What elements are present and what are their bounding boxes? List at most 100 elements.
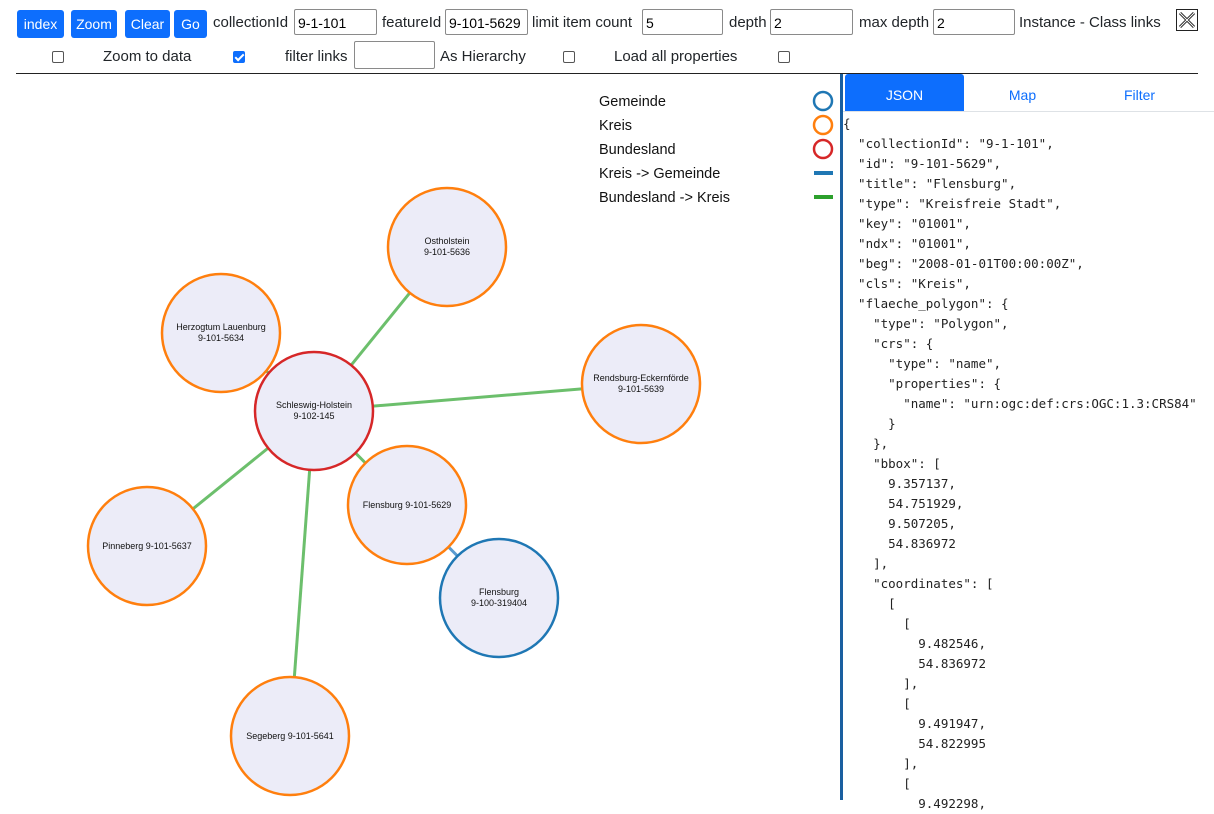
graph-node-pi[interactable]: Pinneberg 9-101-5637 bbox=[86, 485, 208, 607]
legend-label: Bundesland bbox=[599, 142, 676, 158]
json-line: [ bbox=[843, 696, 911, 711]
zoom-button[interactable]: Zoom bbox=[71, 10, 117, 38]
graph-node-fl[interactable]: Flensburg 9-101-5629 bbox=[346, 444, 468, 566]
feature-id-value: 9-101-5629 bbox=[449, 15, 521, 31]
zoom-to-data-label: Zoom to data bbox=[103, 48, 192, 65]
legend-label: Kreis bbox=[599, 118, 632, 134]
node-label: Schleswig-Holstein bbox=[276, 400, 352, 410]
json-line: 54.822995 bbox=[843, 736, 986, 751]
node-circle[interactable] bbox=[386, 186, 508, 308]
json-line: { bbox=[843, 116, 851, 131]
node-label: 9-102-145 bbox=[293, 411, 334, 421]
node-label: 9-100-319404 bbox=[471, 598, 527, 608]
node-circle[interactable] bbox=[160, 272, 282, 394]
json-line: "type": "name", bbox=[843, 356, 1002, 371]
json-line: "id": "9-101-5629", bbox=[843, 156, 1002, 171]
legend-label: Bundesland -> Kreis bbox=[599, 190, 730, 206]
json-line: 9.507205, bbox=[843, 516, 956, 531]
toolbar-row-1: index Zoom Clear Go collectionId 9-1-101… bbox=[0, 0, 1214, 44]
json-line: ], bbox=[843, 556, 889, 571]
limit-item-count-input[interactable]: 5 bbox=[642, 9, 723, 35]
load-all-properties-checkbox[interactable] bbox=[778, 51, 790, 63]
collection-id-label: collectionId bbox=[213, 14, 289, 31]
legend-label: Kreis -> Gemeinde bbox=[599, 166, 720, 182]
node-circle[interactable] bbox=[346, 444, 468, 566]
json-line: 54.836972 bbox=[843, 656, 986, 671]
toolbar-divider bbox=[16, 73, 1198, 74]
tab-underline bbox=[843, 111, 1214, 112]
index-button[interactable]: index bbox=[17, 10, 64, 38]
json-line: "crs": { bbox=[843, 336, 934, 351]
as-hierarchy-label: As Hierarchy bbox=[440, 48, 526, 65]
json-line: 9.482546, bbox=[843, 636, 986, 651]
legend-swatch-circle bbox=[812, 138, 834, 160]
details-panel: JSON Map Filter { "collectionId": "9-1-1… bbox=[843, 74, 1214, 811]
json-line: "coordinates": [ bbox=[843, 576, 994, 591]
limit-item-count-label: limit item count bbox=[532, 14, 633, 31]
json-line: [ bbox=[843, 776, 911, 791]
json-line: "key": "01001", bbox=[843, 216, 971, 231]
collection-id-input[interactable]: 9-1-101 bbox=[294, 9, 377, 35]
max-depth-input[interactable]: 2 bbox=[933, 9, 1015, 35]
clear-button[interactable]: Clear bbox=[125, 10, 170, 38]
json-line: } bbox=[843, 416, 896, 431]
json-line: [ bbox=[843, 596, 896, 611]
json-line: ], bbox=[843, 756, 919, 771]
tab-json[interactable]: JSON bbox=[845, 74, 964, 112]
json-line: "properties": { bbox=[843, 376, 1002, 391]
feature-id-label: featureId bbox=[382, 14, 442, 31]
node-label: 9-101-5639 bbox=[618, 384, 664, 394]
node-circle[interactable] bbox=[580, 323, 702, 445]
zoom-to-data-checkbox[interactable] bbox=[52, 51, 64, 63]
json-line: 54.751929, bbox=[843, 496, 964, 511]
node-label: Flensburg 9-101-5629 bbox=[363, 500, 452, 510]
json-line: "title": "Flensburg", bbox=[843, 176, 1017, 191]
node-circle[interactable] bbox=[438, 537, 560, 659]
as-hierarchy-checkbox[interactable] bbox=[563, 51, 575, 63]
json-line: "flaeche_polygon": { bbox=[843, 296, 1009, 311]
json-line: 54.836972 bbox=[843, 536, 956, 551]
node-circle[interactable] bbox=[229, 675, 351, 797]
legend-swatch-circle bbox=[812, 90, 834, 112]
tab-filter[interactable]: Filter bbox=[1123, 87, 1156, 103]
json-line: [ bbox=[843, 616, 911, 631]
go-button[interactable]: Go bbox=[174, 10, 207, 38]
json-line: "collectionId": "9-1-101", bbox=[843, 136, 1054, 151]
json-line: 9.492298, bbox=[843, 796, 986, 811]
depth-input[interactable]: 2 bbox=[770, 9, 853, 35]
json-line: "name": "urn:ogc:def:crs:OGC:1.3:CRS84" bbox=[843, 396, 1197, 411]
feature-id-input[interactable]: 9-101-5629 bbox=[445, 9, 528, 35]
json-line: "ndx": "01001", bbox=[843, 236, 971, 251]
node-label: 9-101-5636 bbox=[424, 247, 470, 257]
graph-node-se[interactable]: Segeberg 9-101-5641 bbox=[229, 675, 351, 797]
json-line: "type": "Polygon", bbox=[843, 316, 1009, 331]
node-label: Flensburg bbox=[479, 587, 519, 597]
panel-splitter[interactable] bbox=[840, 74, 843, 800]
filter-links-input[interactable] bbox=[354, 41, 435, 69]
tab-map[interactable]: Map bbox=[1008, 87, 1037, 103]
close-button[interactable] bbox=[1176, 9, 1198, 31]
node-label: Pinneberg 9-101-5637 bbox=[102, 541, 192, 551]
filter-links-label: filter links bbox=[285, 48, 348, 65]
node-circle[interactable] bbox=[86, 485, 208, 607]
legend-swatch-circle bbox=[812, 114, 834, 136]
node-circle[interactable] bbox=[253, 350, 375, 472]
filter-links-checkbox[interactable] bbox=[233, 51, 245, 63]
json-line: "type": "Kreisfreie Stadt", bbox=[843, 196, 1062, 211]
legend-label: Gemeinde bbox=[599, 94, 666, 110]
json-line: }, bbox=[843, 436, 889, 451]
node-label: Ostholstein bbox=[424, 236, 469, 246]
json-line: "bbox": [ bbox=[843, 456, 941, 471]
graph-canvas[interactable]: Schleswig-Holstein9-102-145Ostholstein9-… bbox=[16, 74, 840, 800]
json-line: 9.357137, bbox=[843, 476, 956, 491]
close-icon bbox=[1178, 11, 1196, 29]
node-label: Herzogtum Lauenburg bbox=[176, 322, 266, 332]
node-label: Segeberg 9-101-5641 bbox=[246, 731, 334, 741]
json-view: { "collectionId": "9-1-101", "id": "9-10… bbox=[843, 114, 1197, 814]
